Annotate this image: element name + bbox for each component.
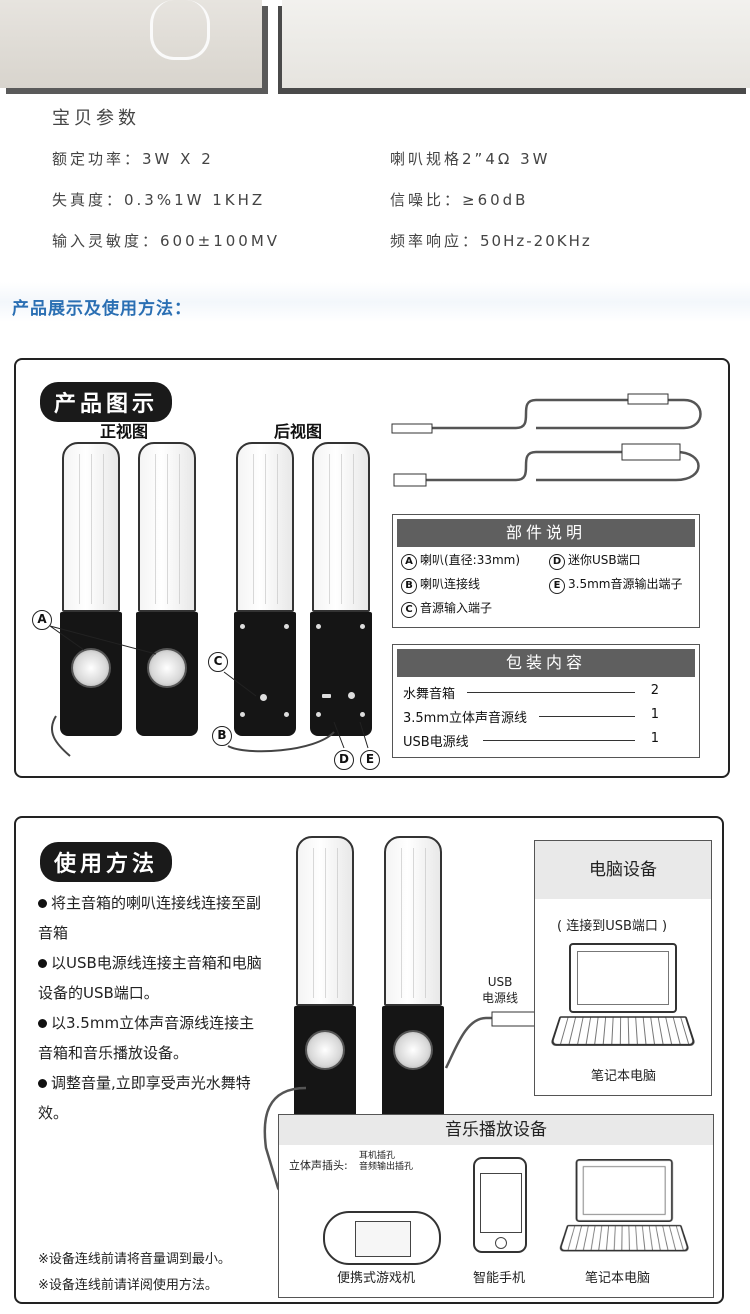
usage-step-1: 将主音箱的喇叭连接线连接至副音箱 <box>38 888 268 948</box>
callout-d: D <box>334 750 354 770</box>
callout-a: A <box>32 610 52 630</box>
part-d-letter: D <box>549 554 565 570</box>
front-view-label: 正视图 <box>100 422 149 441</box>
speaker-cone <box>71 648 111 688</box>
callout-c: C <box>208 652 228 672</box>
part-e-letter: E <box>549 578 565 594</box>
spec-snr: 信噪比：≥60dB <box>390 191 529 209</box>
bullet-icon <box>38 1019 47 1028</box>
jack-label-1: 耳机插孔 <box>359 1151 396 1161</box>
device-caption-console: 便携式游戏机 <box>337 1271 416 1286</box>
speaker-cone <box>393 1030 433 1070</box>
spec-title: 宝贝参数 <box>52 108 140 129</box>
usage-note-2: ※设备连线前请详阅使用方法。 <box>38 1278 218 1293</box>
usage-step-3: 以3.5mm立体声音源线连接主音箱和音乐播放设备。 <box>38 1008 268 1068</box>
package-item-3: USB电源线 1 <box>403 731 659 750</box>
smartphone-icon <box>473 1157 527 1253</box>
part-d-label: 迷你USB端口 <box>568 553 641 567</box>
device-caption-phone: 智能手机 <box>473 1271 526 1286</box>
back-view-label: 后视图 <box>274 422 323 441</box>
usage-step-2: 以USB电源线连接主音箱和电脑设备的USB端口。 <box>38 948 268 1008</box>
parts-title: 部件说明 <box>397 519 695 547</box>
computer-device-box: 电脑设备 ( 连接到USB端口 ) 笔记本电脑 <box>534 840 712 1096</box>
computer-note: ( 连接到USB端口 ) <box>557 919 668 934</box>
cable-image <box>150 0 210 60</box>
jack-label-2: 音频输出插孔 <box>359 1162 414 1172</box>
howto-heading: 产品展示及使用方法： <box>12 299 192 319</box>
bullet-icon <box>38 899 47 908</box>
speaker-cone <box>305 1030 345 1070</box>
speaker-cone <box>147 648 187 688</box>
package-title: 包装内容 <box>397 649 695 677</box>
part-b-letter: B <box>401 578 417 594</box>
usage-step-1-text: 将主音箱的喇叭连接线连接至副音箱 <box>38 894 262 942</box>
usage-title: 使用方法 <box>40 842 173 882</box>
frequency-label: 频率响应： <box>390 232 481 250</box>
package-box: 包装内容 水舞音箱 2 3.5mm立体声音源线 1 USB电源线 1 <box>392 644 700 758</box>
part-a-label: 喇叭(直径:33mm) <box>420 553 521 567</box>
jack-label: 耳机插孔音频输出插孔 <box>359 1151 413 1173</box>
product-photo-right <box>282 0 750 88</box>
usb-cable-label: USB 电源线 <box>482 974 518 1006</box>
usage-step-4-text: 调整音量,立即享受声光水舞特效。 <box>38 1074 251 1122</box>
usage-panel: 使用方法 将主音箱的喇叭连接线连接至副音箱 以USB电源线连接主音箱和电脑设备的… <box>14 816 724 1304</box>
package-item-1: 水舞音箱 2 <box>403 683 659 702</box>
game-console-icon <box>323 1211 441 1265</box>
package-item-qty: 2 <box>650 683 659 698</box>
bullet-icon <box>38 959 47 968</box>
package-item-name: 3.5mm立体声音源线 <box>403 711 528 726</box>
spec-speaker: 喇叭规格2”4Ω 3W <box>390 150 551 168</box>
part-c-letter: C <box>401 602 417 618</box>
heading-band <box>0 282 750 322</box>
computer-caption: 笔记本电脑 <box>591 1069 657 1084</box>
spec-rated-power: 额定功率：3W X 2 <box>52 150 214 168</box>
part-e-label: 3.5mm音源输出端子 <box>568 577 683 591</box>
spec-distortion: 失真度：0.3%1W 1KHZ <box>52 191 266 209</box>
spec-input-sensitivity: 输入灵敏度：600±100MV <box>52 232 281 250</box>
part-b-label: 喇叭连接线 <box>420 577 481 591</box>
package-item-qty: 1 <box>650 707 659 722</box>
usb-label-2: 电源线 <box>482 991 519 1005</box>
usb-label-1: USB <box>487 975 513 989</box>
product-photo-left <box>0 0 262 88</box>
computer-title: 电脑设备 <box>535 841 711 899</box>
package-item-name: 水舞音箱 <box>403 687 456 702</box>
package-item-qty: 1 <box>650 731 659 746</box>
diagram-lines <box>49 393 702 757</box>
product-diagram-panel: 产品图示 正视图 后视图 A C B D E <box>14 358 730 778</box>
package-item-name: USB电源线 <box>403 735 469 750</box>
spec-frequency-response: 频率响应：50Hz-20KHz <box>390 230 592 251</box>
plug-label: 立体声插头: <box>289 1159 348 1172</box>
package-item-2: 3.5mm立体声音源线 1 <box>403 707 659 726</box>
music-title: 音乐播放设备 <box>279 1115 713 1145</box>
usage-step-2-text: 以USB电源线连接主音箱和电脑设备的USB端口。 <box>38 954 262 1002</box>
product-diagram-title: 产品图示 <box>40 382 173 422</box>
usage-step-4: 调整音量,立即享受声光水舞特效。 <box>38 1068 268 1128</box>
callout-e: E <box>360 750 380 770</box>
music-device-box: 音乐播放设备 立体声插头: 耳机插孔音频输出插孔 便携式游戏机 智能手机 笔记本… <box>278 1114 714 1298</box>
bullet-icon <box>38 1079 47 1088</box>
usage-note-1: ※设备连线前请将音量调到最小。 <box>38 1252 231 1267</box>
part-c-label: 音源输入端子 <box>420 601 493 615</box>
device-caption-laptop: 笔记本电脑 <box>585 1271 651 1286</box>
callout-b: B <box>212 726 232 746</box>
frequency-value: 50Hz-20KHz <box>480 232 592 250</box>
part-a-letter: A <box>401 554 417 570</box>
usage-step-3-text: 以3.5mm立体声音源线连接主音箱和音乐播放设备。 <box>38 1014 255 1062</box>
